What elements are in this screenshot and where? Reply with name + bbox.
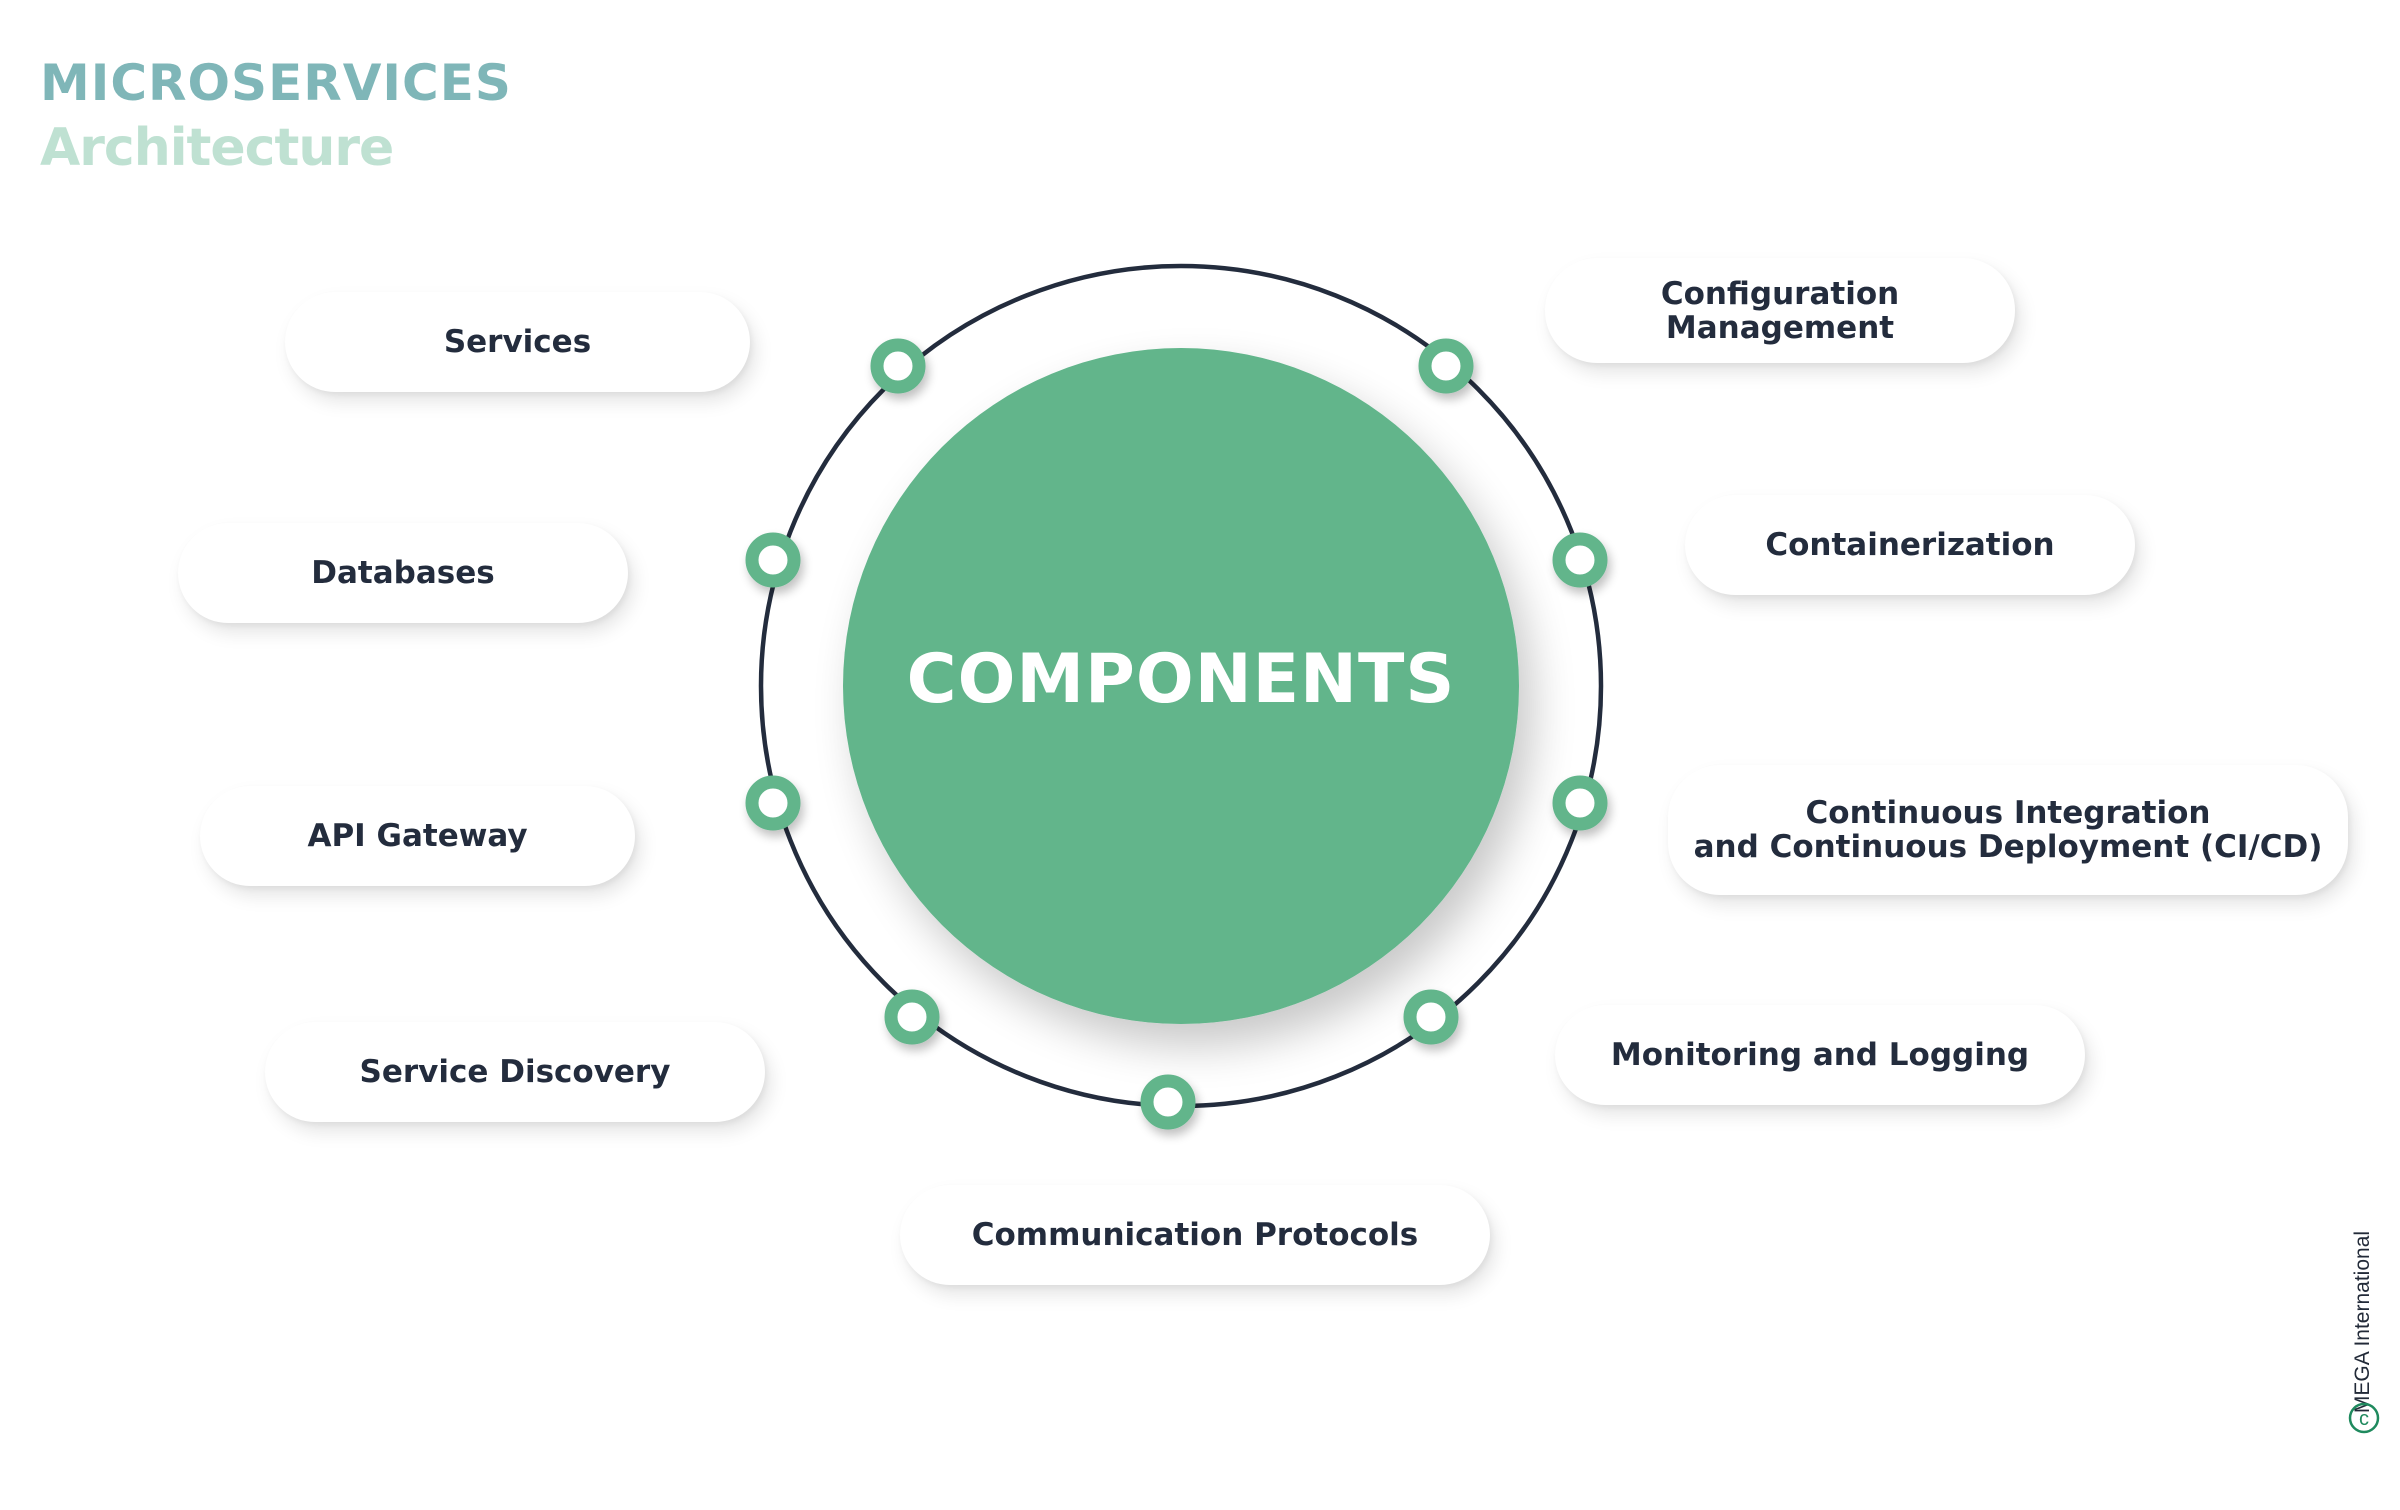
component-service-discovery: Service Discovery [265,1022,765,1122]
component-label: API Gateway [307,818,528,854]
component-label: Monitoring and Logging [1610,1037,2030,1073]
component-label: Configuration [1660,275,1900,312]
component-label: Service Discovery [359,1054,671,1090]
ring-node-icon [1418,338,1474,394]
ring-node-icon [1140,1074,1196,1130]
page-title: MICROSERVICES [40,54,512,112]
ring-node-icon [745,775,801,831]
ring-node-icon [1552,775,1608,831]
component-monitoring-logging: Monitoring and Logging [1555,1005,2085,1105]
component-label: Databases [311,555,495,591]
ring-node-icon [745,532,801,588]
watermark: MEGA International c [2345,1215,2385,1445]
page-subtitle: Architecture [40,118,394,178]
center-label: COMPONENTS [906,640,1456,719]
component-label: and Continuous Deployment (CI/CD) [1693,829,2323,865]
ring-node-icon [870,338,926,394]
copyright-symbol: c [2359,1408,2369,1430]
component-api-gateway: API Gateway [200,786,635,886]
component-label: Services [443,324,592,360]
component-label: Management [1665,309,1895,346]
component-label: Continuous Integration [1805,795,2211,831]
component-communication-protocols: Communication Protocols [900,1185,1490,1285]
component-configuration-management: Configuration Management [1545,258,2015,363]
copyright-icon: c [2348,1402,2380,1434]
ring-node-icon [884,989,940,1045]
ring-node-icon [1552,532,1608,588]
component-services: Services [285,292,750,392]
center-circle [843,348,1519,1024]
component-cicd: Continuous Integration and Continuous De… [1668,765,2348,895]
ring-node-icon [1403,989,1459,1045]
component-label: Containerization [1765,527,2055,563]
component-containerization: Containerization [1685,495,2135,595]
component-label: Communication Protocols [971,1217,1419,1253]
watermark-text: MEGA International [2351,1230,2374,1414]
component-databases: Databases [178,523,628,623]
